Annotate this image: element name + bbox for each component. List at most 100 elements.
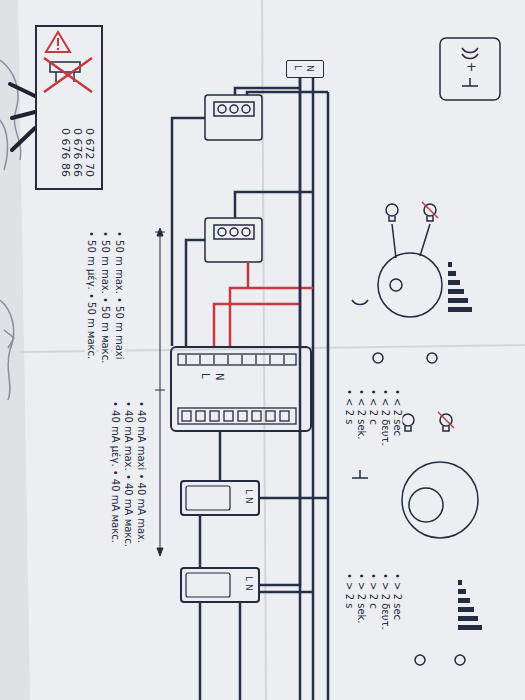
- symbol-box: [462, 78, 478, 86]
- level-wedge: [458, 625, 482, 630]
- remote-terminals: [186, 486, 230, 597]
- terminal-label: N: [305, 64, 315, 73]
- dial-diagram: [438, 412, 454, 428]
- spec-note: • < 2 c: [367, 388, 379, 426]
- dimmer-module: LN: [170, 346, 312, 432]
- warning-symbols: [44, 58, 92, 92]
- device-illustration: [0, 300, 14, 400]
- dial-diagram: [443, 426, 449, 431]
- warning-symbols: [44, 32, 92, 92]
- pushbutton: [242, 105, 250, 113]
- cable-lines: [12, 128, 35, 150]
- pushbutton: [214, 225, 254, 239]
- spec-note: • > 2 sec: [391, 572, 403, 621]
- dimmer-terminals: [266, 411, 275, 421]
- symbol-box: [440, 38, 500, 100]
- spec-note: • 50 m max. • 50 m макс.: [99, 230, 111, 364]
- pushbutton: [230, 105, 238, 113]
- level-wedge: [448, 271, 456, 276]
- pushbutton: [214, 102, 254, 116]
- spec-note: • < 2 sec: [391, 388, 403, 437]
- dimmer-terminals: [224, 411, 233, 421]
- dimmer-terminals: [199, 355, 200, 364]
- dimmer-terminals: [255, 355, 256, 364]
- red-wire: [247, 262, 250, 288]
- wire-bus: [172, 78, 328, 700]
- dimension-line: [155, 232, 165, 233]
- dial-diagram: [409, 488, 443, 522]
- device-illustration: [4, 330, 14, 348]
- terminal-label: L N: [244, 488, 254, 505]
- dimmer-terminals: [182, 355, 289, 421]
- wire-bus: [260, 497, 328, 500]
- wire-connector: [260, 432, 300, 585]
- symbol-box: [440, 38, 500, 100]
- dial-diagram: [352, 202, 478, 665]
- spec-note: • < 2 sek.: [355, 388, 367, 441]
- dimmer-terminals: [210, 411, 219, 421]
- wire-bus: [327, 92, 330, 700]
- level-wedge: [448, 289, 464, 294]
- dial-diagram: [420, 224, 430, 256]
- dimmer-terminals: [182, 411, 191, 421]
- warning-symbols: [57, 48, 59, 50]
- pushbutton: [205, 95, 262, 262]
- dial-diagram: [427, 353, 437, 363]
- level-wedge: [448, 280, 460, 285]
- terminal-label: L: [293, 64, 303, 71]
- remote-terminals: [186, 573, 230, 597]
- symbol-box: [462, 48, 478, 59]
- pushbutton: [205, 218, 262, 262]
- dimmer-terminals: [280, 411, 289, 421]
- wire-bus: [186, 240, 205, 346]
- red-wire: [214, 262, 313, 346]
- dimmer-terminals: [178, 408, 296, 424]
- dial-diagram: [390, 279, 402, 291]
- dimmer-terminals: [213, 355, 214, 364]
- dial-diagram: [352, 470, 368, 478]
- dial-diagram: [455, 655, 465, 665]
- dimension-line: [157, 548, 163, 556]
- dimmer-terminals: [283, 355, 284, 364]
- spec-note: • > 2 δευτ.: [379, 572, 391, 631]
- device-illustration: [0, 60, 21, 400]
- dial-diagram: [392, 224, 396, 258]
- dimmer-terminals: [241, 355, 242, 364]
- level-wedge: [458, 616, 478, 621]
- dial-diagram: [415, 655, 425, 665]
- pushbutton: [218, 228, 226, 236]
- level-wedge: [448, 298, 468, 303]
- dial-diagram: [389, 216, 395, 221]
- dimmer-terminals: [269, 355, 270, 364]
- dimmer-terminals: [227, 355, 228, 364]
- spec-note: • 50 m max. • 50 m maxi: [113, 230, 125, 361]
- wire-bus: [260, 591, 313, 594]
- dial-diagram: [352, 300, 368, 305]
- terminal-label: 0 676 86: [58, 127, 71, 178]
- wire-bus: [235, 192, 313, 218]
- level-wedge: [458, 607, 474, 612]
- dimmer-terminals: [178, 354, 296, 365]
- paper-sheet: [18, 0, 525, 700]
- cable-lines: [10, 84, 35, 96]
- dimmer-terminals: [238, 411, 247, 421]
- paper-sheet: [18, 0, 525, 700]
- spec-note: • < 2 δευτ.: [379, 388, 391, 447]
- wire-bus: [239, 603, 242, 700]
- pushbutton: [230, 228, 238, 236]
- wire-connector: [219, 432, 222, 480]
- dimension-line: [155, 390, 165, 391]
- spec-note: • 40 mA maxi • 40 mA max.: [135, 400, 147, 544]
- dimension-line: [160, 232, 161, 552]
- level-wedge: [458, 598, 470, 603]
- level-wedge: [448, 262, 452, 267]
- device-illustration: [0, 120, 7, 170]
- level-wedge: [458, 580, 462, 585]
- spec-note: • 50 m μέγ. • 50 m макс.: [85, 230, 97, 360]
- remote-terminals: [186, 486, 230, 510]
- spec-note: • 40 mA max. • 40 mA макс.: [122, 400, 134, 548]
- dial-diagram: [427, 216, 433, 221]
- dial-diagram: [402, 462, 478, 538]
